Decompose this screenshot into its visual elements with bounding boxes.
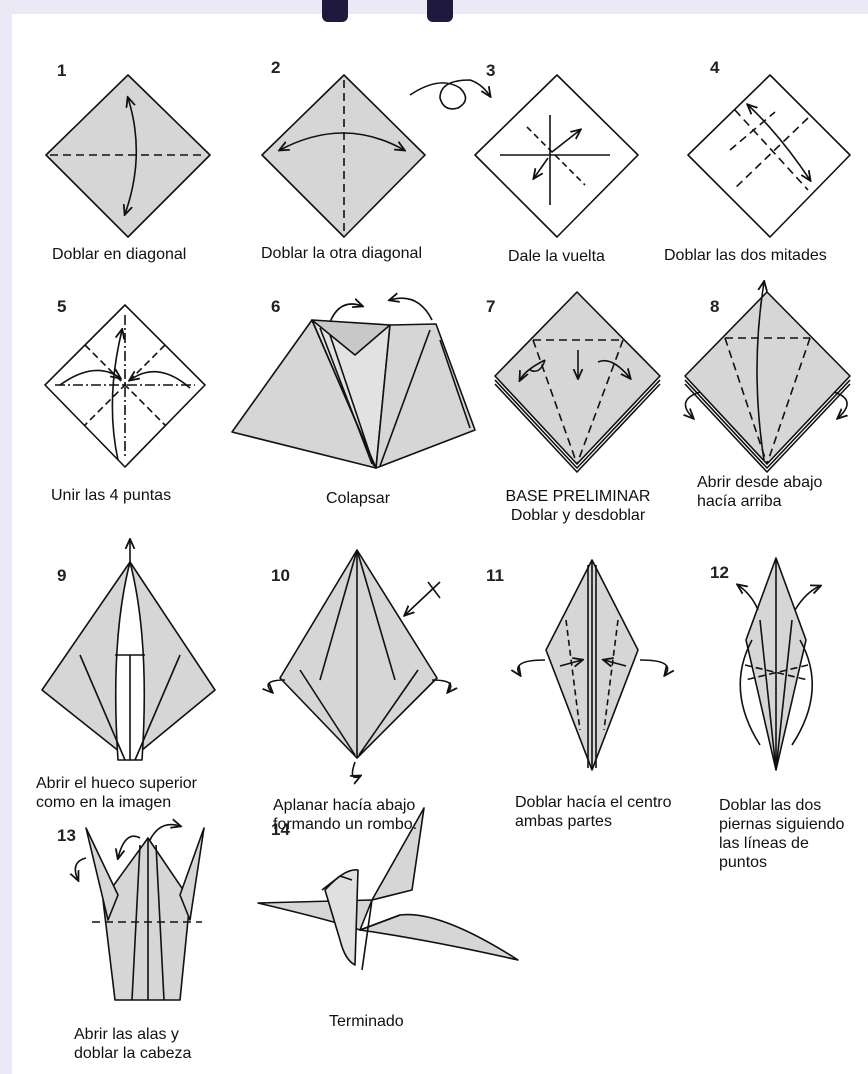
step-10-caption: Aplanar hacía abajo formando un rombo. [273, 796, 417, 834]
step-7-number: 7 [486, 297, 495, 317]
step-5-caption: Unir las 4 puntas [51, 486, 171, 505]
step-10-caption-line-2: formando un rombo. [273, 815, 417, 834]
step-9-diagram [42, 540, 215, 760]
step-1-number: 1 [57, 61, 66, 81]
step-9-caption-line-2: como en la imagen [36, 793, 197, 812]
step-7-caption-line-1: BASE PRELIMINAR [486, 487, 670, 506]
step-6-caption: Colapsar [326, 489, 390, 508]
step-4-diagram [688, 75, 850, 237]
step-4-caption: Doblar las dos mitades [664, 246, 827, 265]
step-11-caption-line-1: Doblar hacía el centro [515, 793, 672, 812]
step-3-caption: Dale la vuelta [508, 247, 605, 266]
step-12-diagram [738, 558, 820, 770]
step-10-diagram [268, 550, 451, 777]
step-8-number: 8 [710, 297, 719, 317]
step-4-number: 4 [710, 58, 719, 78]
step-2-number: 2 [271, 58, 280, 78]
step-12-caption-line-1: Doblar las dos [719, 796, 844, 815]
step-11-diagram [518, 560, 668, 770]
step-11-caption: Doblar hacía el centro ambas partes [515, 793, 672, 831]
step-14-caption: Terminado [329, 1012, 404, 1031]
step-13-number: 13 [57, 826, 76, 846]
step-10-number: 10 [271, 566, 290, 586]
step-11-caption-line-2: ambas partes [515, 812, 672, 831]
step-7-diagram [495, 292, 660, 472]
step-13-diagram [75, 825, 204, 1000]
step-8-caption-line-1: Abrir desde abajo [697, 473, 822, 492]
step-9-caption-line-1: Abrir el hueco superior [36, 774, 197, 793]
step-2-caption: Doblar la otra diagonal [261, 244, 422, 263]
step-7-caption-line-2: Doblar y desdoblar [486, 506, 670, 525]
step-10-caption-line-1: Aplanar hacía abajo [273, 796, 417, 815]
step-3-number: 3 [486, 61, 495, 81]
step-6-number: 6 [271, 297, 280, 317]
step-7-caption: BASE PRELIMINAR Doblar y desdoblar [486, 487, 670, 525]
step-12-caption-line-3: las líneas de [719, 834, 844, 853]
step-2-diagram [262, 75, 425, 237]
step-1-caption: Doblar en diagonal [52, 245, 186, 264]
step-12-caption-line-4: puntos [719, 853, 844, 872]
step-12-caption: Doblar las dos piernas siguiendo las lín… [719, 796, 844, 872]
step-12-number: 12 [710, 563, 729, 583]
step-12-caption-line-2: piernas siguiendo [719, 815, 844, 834]
step-8-caption: Abrir desde abajo hacía arriba [697, 473, 822, 511]
step-13-caption-line-2: doblar la cabeza [74, 1044, 191, 1063]
step-13-caption: Abrir las alas y doblar la cabeza [74, 1025, 191, 1063]
step-5-diagram [45, 305, 205, 467]
step-1-diagram [46, 75, 210, 237]
step-11-number: 11 [486, 566, 504, 586]
step-13-caption-line-1: Abrir las alas y [74, 1025, 191, 1044]
step-9-caption: Abrir el hueco superior como en la image… [36, 774, 197, 812]
step-8-caption-line-2: hacía arriba [697, 492, 822, 511]
step-5-number: 5 [57, 297, 66, 317]
step-9-number: 9 [57, 566, 66, 586]
step-3-diagram [410, 75, 638, 237]
step-6-diagram [232, 298, 475, 468]
